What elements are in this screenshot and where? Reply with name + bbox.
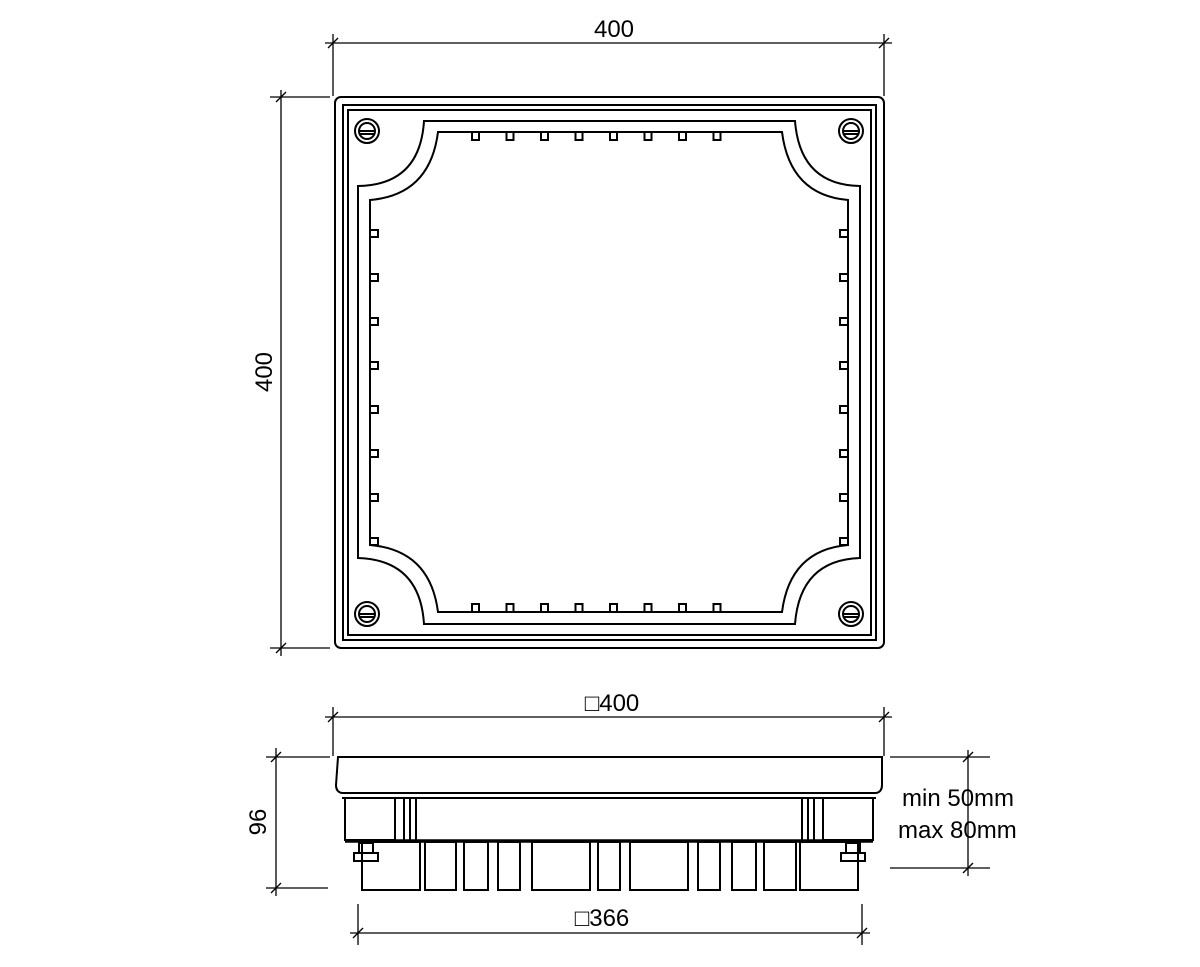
fin — [799, 841, 859, 891]
fin — [763, 841, 797, 891]
adjust-dimension: min 50mm max 80mm — [890, 750, 1017, 876]
fin — [597, 841, 621, 891]
tooth-right — [839, 537, 849, 546]
adjust-max-label: max 80mm — [898, 817, 1017, 844]
tooth-bottom — [574, 603, 584, 613]
recess-outline — [357, 120, 861, 625]
frame-rim-inner — [347, 109, 872, 636]
fin — [424, 841, 457, 891]
tooth-bottom — [678, 603, 687, 613]
base-fins — [361, 841, 859, 891]
height-label: 400 — [251, 352, 278, 392]
tooth-bottom — [712, 603, 722, 613]
screw-icon — [838, 118, 864, 144]
outer-frame — [334, 96, 885, 649]
tooth-left — [369, 537, 379, 546]
tooth-left — [369, 493, 379, 502]
tooth-right — [839, 229, 849, 238]
width-dimension: 400 — [325, 16, 892, 96]
tooth-right — [839, 273, 849, 282]
height-label: 96 — [245, 809, 272, 836]
screw-icon — [838, 601, 864, 627]
tooth-bottom — [540, 603, 549, 613]
right-bracket — [822, 797, 874, 841]
leveling-screw-right — [840, 842, 866, 862]
tooth-right — [839, 361, 849, 370]
fin — [697, 841, 721, 891]
tooth-top — [609, 131, 618, 141]
insert-opening-outline — [369, 131, 849, 613]
tooth-right — [839, 317, 849, 326]
height-dimension-96: 96 — [245, 748, 330, 896]
tooth-top — [712, 131, 722, 141]
tooth-top — [540, 131, 549, 141]
leveling-screw-left — [353, 842, 379, 862]
outer-size-label: □400 — [585, 690, 640, 717]
tooth-left — [369, 361, 379, 370]
tooth-top — [574, 131, 584, 141]
fin — [731, 841, 757, 891]
tooth-left — [369, 317, 379, 326]
tooth-bottom — [505, 603, 515, 613]
tooth-left — [369, 405, 379, 414]
tooth-right — [839, 449, 849, 458]
tooth-top — [505, 131, 515, 141]
fin — [629, 841, 689, 891]
tooth-bottom — [609, 603, 618, 613]
side-view: □400 □366 96 min 50mm max 80mm — [245, 690, 1017, 945]
base-size-label: □366 — [575, 905, 630, 932]
screw-icon — [354, 601, 380, 627]
tooth-bottom — [471, 603, 480, 613]
tooth-right — [839, 493, 849, 502]
tooth-top — [678, 131, 687, 141]
fin — [497, 841, 521, 891]
base-dimension: □366 — [350, 904, 870, 945]
tooth-bottom — [643, 603, 653, 613]
tooth-right — [839, 405, 849, 414]
fin — [361, 841, 421, 891]
corner-screws — [354, 118, 864, 627]
outer-dimension: □400 — [325, 690, 892, 756]
tooth-top — [471, 131, 480, 141]
height-dimension: 400 — [251, 90, 330, 656]
tooth-left — [369, 229, 379, 238]
adjust-min-label: min 50mm — [902, 785, 1014, 812]
width-label: 400 — [594, 16, 634, 43]
fin — [463, 841, 489, 891]
insert-teeth — [369, 131, 849, 613]
tooth-top — [643, 131, 653, 141]
cover-plate — [334, 756, 883, 794]
top-view: 400 400 — [251, 16, 892, 656]
screw-icon — [354, 118, 380, 144]
tooth-left — [369, 273, 379, 282]
left-bracket — [344, 797, 396, 841]
fin — [531, 841, 591, 891]
tooth-left — [369, 449, 379, 458]
frame-rim-outer — [342, 104, 877, 641]
